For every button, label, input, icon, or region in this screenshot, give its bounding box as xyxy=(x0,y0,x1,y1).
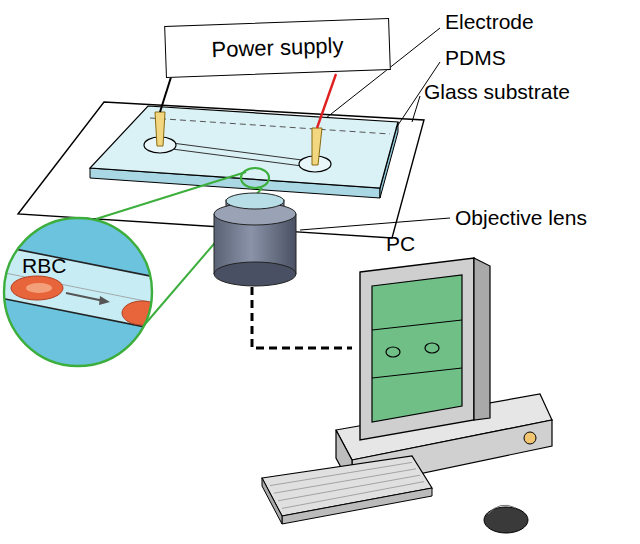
wire xyxy=(160,74,172,112)
pdms-edge xyxy=(150,118,390,134)
lens-glass xyxy=(226,193,284,209)
objective-lens xyxy=(214,262,296,286)
cell-label: RBC xyxy=(22,254,66,277)
arrow xyxy=(99,296,110,305)
zoom-mark xyxy=(241,168,269,188)
part-label: Electrode xyxy=(445,10,534,33)
red-blood-cell xyxy=(11,276,63,300)
part-label: PC xyxy=(386,232,415,255)
cable xyxy=(252,287,352,348)
electrode xyxy=(312,128,322,165)
red-blood-cell xyxy=(122,301,162,325)
power-supply-box: Power supply xyxy=(164,18,391,78)
part-label: Objective lens xyxy=(455,206,587,229)
leader-line xyxy=(300,218,450,230)
channel xyxy=(172,149,302,166)
part-label: Glass substrate xyxy=(424,80,570,103)
screen xyxy=(372,275,462,422)
monitor xyxy=(360,258,474,440)
box-text: Power supply xyxy=(211,34,344,63)
pdms-slab xyxy=(90,106,398,188)
electrode xyxy=(155,112,165,146)
wire xyxy=(317,74,336,128)
part-label: PDMS xyxy=(445,46,506,69)
leader-line xyxy=(412,96,420,122)
